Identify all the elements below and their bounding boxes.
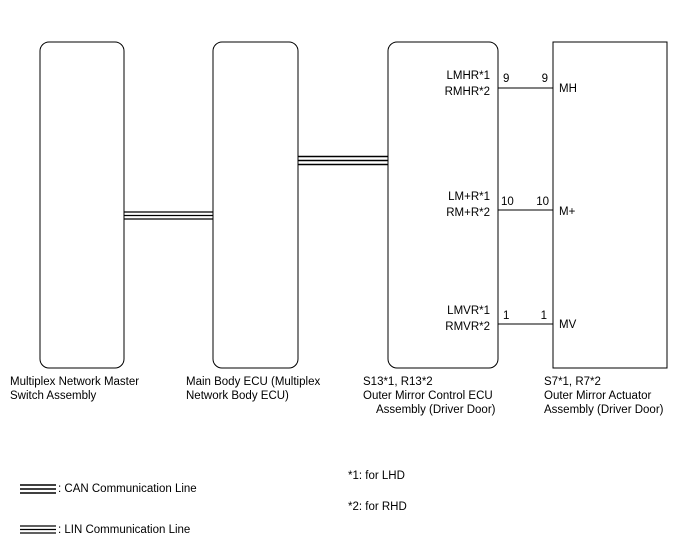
pin-left-mv: 1 (503, 310, 509, 322)
pin-right-mh: 9 (542, 73, 548, 85)
ecu-terminal-mhr-rhd: RMHR*2 (445, 86, 490, 98)
lin-legend-symbol (20, 525, 56, 534)
can-legend-symbol (20, 484, 56, 494)
note-lhd: *1: for LHD (348, 470, 405, 482)
main-body-ecu-label: Main Body ECU (Multiplex Network Body EC… (186, 375, 320, 403)
mirror-ecu-box (387, 41, 499, 369)
ecu-terminal-mhr-lhd: LMHR*1 (447, 70, 490, 82)
mirror-ecu-label-line1: S13*1, R13*2 (363, 376, 433, 388)
actuator-label: S7*1, R7*2 Outer Mirror Actuator Assembl… (544, 375, 664, 417)
can-line-body-to-mirror (298, 155, 388, 166)
main-body-ecu-box (212, 41, 299, 369)
actuator-terminal-mh: MH (559, 83, 577, 95)
actuator-label-line1: S7*1, R7*2 (544, 376, 601, 388)
ecu-terminal-mr-rhd: RM+R*2 (446, 207, 490, 219)
mirror-ecu-label-line3: Assembly (Driver Door) (376, 404, 496, 416)
ecu-terminal-mvr-rhd: RMVR*2 (445, 321, 490, 333)
pin-left-m-plus: 10 (501, 196, 514, 208)
actuator-terminal-mv: MV (559, 319, 577, 331)
actuator-label-line3: Assembly (Driver Door) (544, 404, 664, 416)
pin-right-mv: 1 (541, 310, 547, 322)
master-switch-box (39, 41, 125, 369)
actuator-terminal-m-plus: M+ (559, 206, 576, 218)
pin-right-m-plus: 10 (536, 196, 549, 208)
lin-legend-text: : LIN Communication Line (58, 524, 191, 536)
pin-left-mh: 9 (503, 73, 509, 85)
lin-line-master-to-body (124, 211, 213, 220)
can-legend-text: : CAN Communication Line (58, 483, 197, 495)
ecu-terminal-mvr-lhd: LMVR*1 (447, 305, 490, 317)
master-switch-label: Multiplex Network Master Switch Assembly (10, 375, 139, 403)
mirror-ecu-label-line2: Outer Mirror Control ECU (363, 390, 493, 402)
master-switch-label-line1: Multiplex Network Master (10, 376, 140, 388)
mirror-ecu-label: S13*1, R13*2 Outer Mirror Control ECU As… (363, 375, 496, 417)
main-body-ecu-label-line2: Network Body ECU) (186, 390, 289, 402)
master-switch-label-line2: Switch Assembly (10, 390, 97, 402)
actuator-box (552, 41, 668, 369)
ecu-terminal-mr-lhd: LM+R*1 (448, 191, 490, 203)
actuator-label-line2: Outer Mirror Actuator (544, 390, 652, 402)
note-rhd: *2: for RHD (348, 501, 407, 513)
main-body-ecu-label-line1: Main Body ECU (Multiplex (186, 376, 321, 388)
